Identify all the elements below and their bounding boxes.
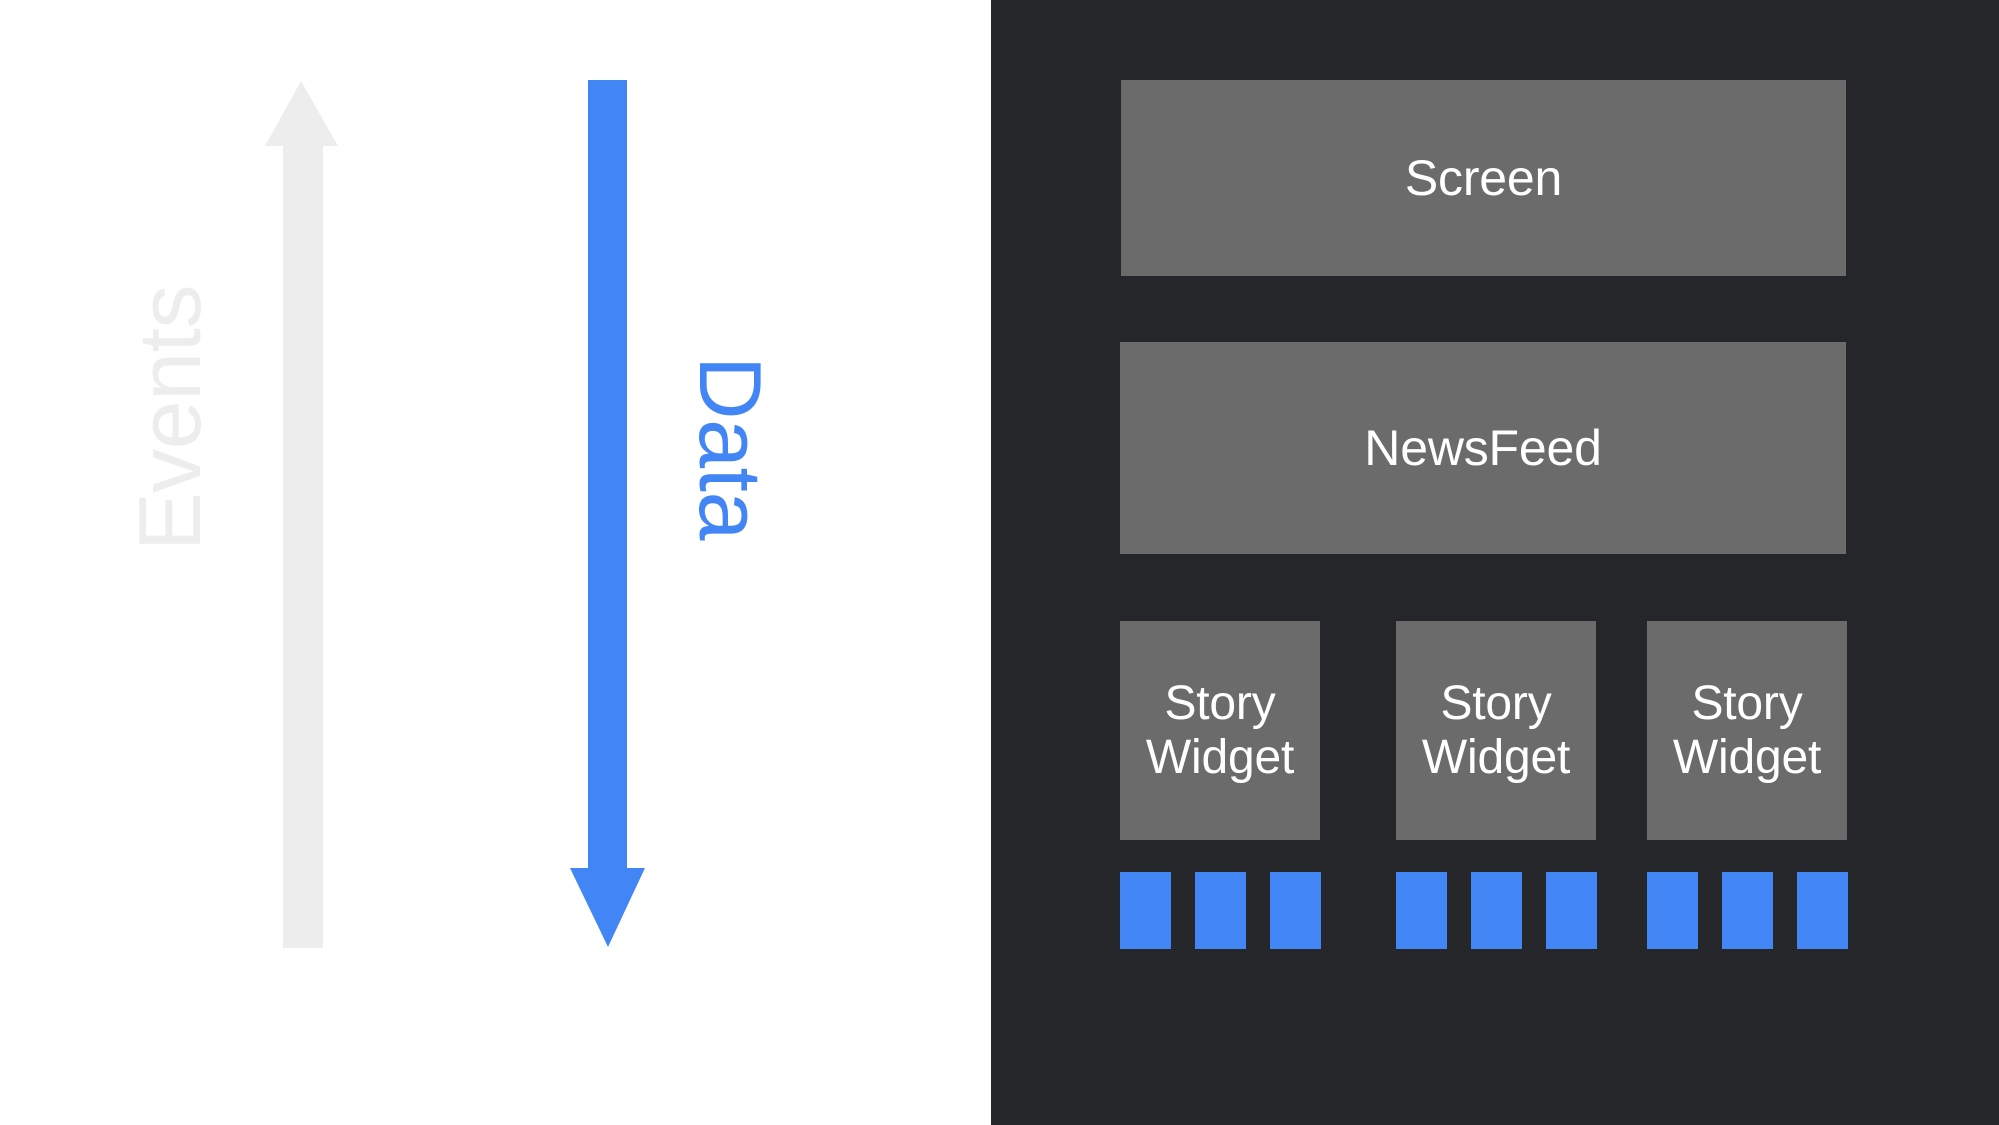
story-widget-line2: Widget — [1672, 730, 1822, 784]
story-widget-line2: Widget — [1421, 730, 1571, 784]
story-widget-line1: Story — [1164, 676, 1276, 730]
flow-arrows-svg — [265, 80, 645, 948]
story-widget-line1: Story — [1440, 676, 1552, 730]
node-story-widget[interactable]: Story Widget — [1396, 621, 1596, 840]
story-chip-group — [1396, 872, 1597, 949]
node-story-widget-text: Story Widget — [1422, 677, 1570, 785]
story-chip[interactable] — [1471, 872, 1522, 949]
node-screen[interactable]: Screen — [1121, 80, 1846, 276]
arrow-down-icon — [570, 80, 645, 947]
story-chip[interactable] — [1396, 872, 1447, 949]
story-chip[interactable] — [1270, 872, 1321, 949]
story-chip[interactable] — [1797, 872, 1848, 949]
node-story-widget-text: Story Widget — [1146, 677, 1294, 785]
story-chip[interactable] — [1722, 872, 1773, 949]
data-flow-label: Data — [681, 356, 780, 540]
story-chip-group — [1647, 872, 1848, 949]
events-flow-label: Events — [120, 284, 219, 552]
flow-arrows-region: Events Data — [0, 0, 991, 1125]
node-story-widget[interactable]: Story Widget — [1120, 621, 1320, 840]
story-chip[interactable] — [1647, 872, 1698, 949]
story-widget-line1: Story — [1691, 676, 1803, 730]
node-story-widget[interactable]: Story Widget — [1647, 621, 1847, 840]
story-chip[interactable] — [1546, 872, 1597, 949]
story-chip[interactable] — [1195, 872, 1246, 949]
arrow-up-icon — [265, 81, 338, 948]
node-newsfeed[interactable]: NewsFeed — [1120, 342, 1846, 554]
story-widget-line2: Widget — [1145, 730, 1295, 784]
story-chip-group — [1120, 872, 1321, 949]
widget-tree-panel: Screen NewsFeed Story Widget Story Widge… — [991, 0, 1999, 1125]
node-story-widget-text: Story Widget — [1673, 677, 1821, 785]
story-chip[interactable] — [1120, 872, 1171, 949]
